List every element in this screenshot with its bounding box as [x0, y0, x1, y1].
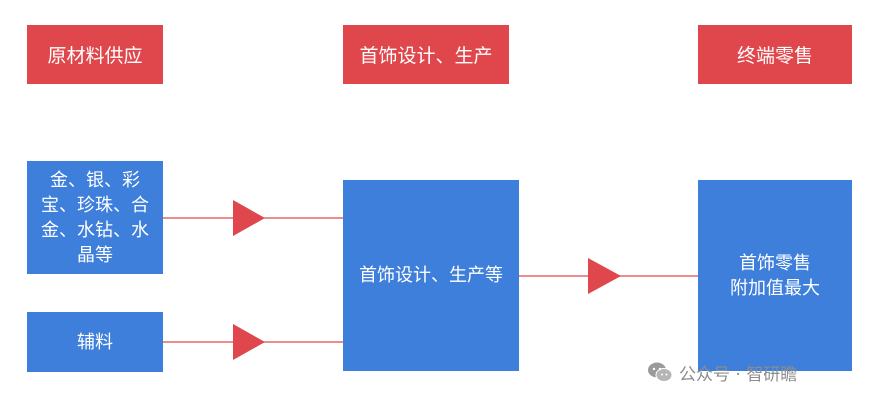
materials-box: 金、银、彩 宝、珍珠、合 金、水钻、水 晶等 [27, 161, 163, 274]
wechat-icon [648, 362, 673, 382]
auxiliary-box: 辅料 [27, 312, 163, 372]
materials-line: 宝、珍珠、合 [41, 194, 149, 216]
header-terminal-retail-label: 终端零售 [736, 45, 813, 67]
header-raw-material-label: 原材料供应 [47, 45, 143, 67]
arrow-materials-to-production [163, 200, 343, 236]
header-raw-material-supply: 原材料供应 [27, 25, 163, 84]
retail-text: 首饰零售 附加值最大 [730, 251, 820, 301]
production-box: 首饰设计、生产等 [343, 180, 519, 371]
retail-line: 附加值最大 [730, 277, 820, 299]
arrow-production-to-retail [519, 258, 698, 294]
watermark-text: 公众号 · 智研瞻 [679, 364, 798, 385]
retail-box: 首饰零售 附加值最大 [698, 180, 852, 371]
materials-line: 金、银、彩 [50, 169, 140, 191]
materials-text: 金、银、彩 宝、珍珠、合 金、水钻、水 晶等 [41, 168, 149, 268]
production-label: 首饰设计、生产等 [359, 265, 503, 286]
retail-line: 首饰零售 [739, 252, 811, 274]
auxiliary-label: 辅料 [77, 331, 113, 353]
arrow-auxiliary-to-production [163, 324, 343, 360]
materials-line: 金、水钻、水 [41, 219, 149, 241]
header-design-production: 首饰设计、生产 [343, 25, 509, 84]
header-design-production-label: 首饰设计、生产 [359, 45, 493, 67]
watermark: 公众号 · 智研瞻 [647, 359, 797, 385]
materials-line: 晶等 [77, 244, 113, 266]
header-terminal-retail: 终端零售 [698, 25, 852, 84]
